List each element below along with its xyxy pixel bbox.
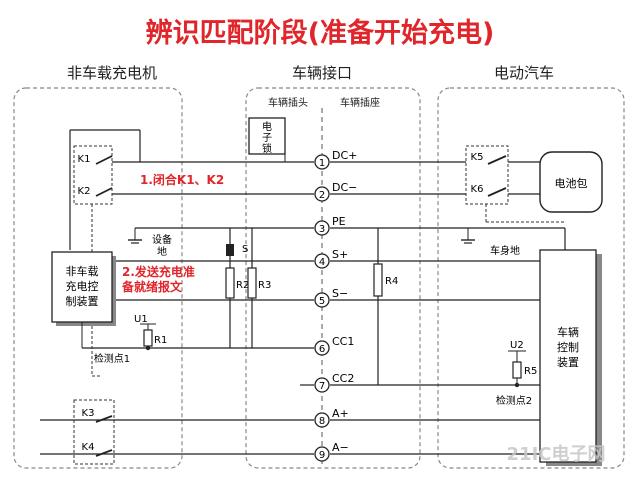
pin-6-label: CC1 — [332, 335, 354, 348]
watermark: 21IC电子网 — [507, 443, 606, 465]
pin-2-label: DC− — [332, 181, 357, 194]
switch-k2-contact — [95, 187, 113, 197]
charger-controller-text: 充电控 — [66, 279, 99, 293]
pin-4-number: 4 — [319, 257, 325, 268]
pin-2-number: 2 — [319, 190, 325, 201]
vehicle-frame — [437, 87, 625, 469]
pin-3-circle — [314, 220, 330, 236]
pin-6-circle — [314, 340, 330, 356]
pin-7-label: CC2 — [332, 372, 354, 385]
diagram-title: 辨识匹配阶段(准备开始充电) — [146, 17, 495, 49]
equipment-ground-label: 地 — [157, 245, 167, 258]
charger-controller-box — [51, 251, 113, 323]
check-point-1-label: 检测点1 — [94, 352, 130, 365]
check-point-2-node — [514, 382, 520, 388]
plug-label: 车辆插头 — [268, 96, 308, 109]
e-lock-box — [248, 117, 286, 155]
resistor-r5-label: R5 — [524, 366, 537, 377]
pin-5-label: S− — [332, 287, 348, 300]
step-1-annotation: 1.闭合K1、K2 — [140, 172, 224, 187]
charger-frame — [13, 87, 183, 469]
resistor-r3-label: R3 — [258, 280, 271, 291]
pin-1-label: DC+ — [332, 149, 357, 162]
socket-label: 车辆插座 — [340, 96, 380, 109]
switch-k3-contact — [95, 415, 113, 423]
interface-pins: 1 DC+ 2 DC− 3 PE 4 S+ 5 S− 6 CC1 7 CC2 8 A+ 9 A− — [314, 149, 357, 462]
pin-9-label: A− — [332, 441, 349, 454]
check-point-1-node — [145, 345, 151, 351]
pin-4-circle — [314, 253, 330, 269]
equipment-ground-label: 设备 — [152, 233, 172, 246]
switch-k2-label: K2 — [78, 186, 91, 197]
switch-k1-label: K1 — [78, 154, 91, 165]
vehicle-controller-text: 车辆 — [557, 325, 579, 339]
e-lock-text: 电 — [262, 120, 272, 133]
resistor-r5 — [512, 361, 522, 379]
e-lock-text: 锁 — [262, 142, 272, 155]
resistor-r2-label: R2 — [236, 280, 249, 291]
e-lock-text: 子 — [262, 132, 272, 144]
resistor-r2 — [225, 267, 235, 299]
section-interface-label: 车辆接口 — [292, 64, 352, 82]
body-ground-label: 车身地 — [490, 244, 520, 257]
k1-k2-group — [73, 145, 113, 205]
pin-3-label: PE — [332, 215, 346, 228]
resistor-r1-label: R1 — [154, 335, 167, 346]
pin-8-circle — [314, 412, 330, 428]
charger-controller-text: 非车载 — [66, 264, 99, 278]
pin-1-number: 1 — [319, 158, 325, 169]
pin-9-circle — [314, 446, 330, 462]
switch-k1-contact — [95, 155, 113, 165]
switch-k3-label: K3 — [82, 408, 95, 419]
vehicle-controller-text: 装置 — [557, 356, 579, 369]
pin-5-number: 5 — [319, 296, 325, 307]
supply-u2-label: U2 — [510, 340, 524, 351]
k5-k6-group — [465, 145, 509, 205]
pin-5-circle — [314, 292, 330, 308]
resistor-r1 — [143, 329, 153, 347]
pin-7-circle — [314, 377, 330, 393]
interface-frame — [245, 87, 421, 469]
switch-s-label: S — [242, 244, 248, 255]
step-2-annotation: 备就绪报文 — [121, 279, 183, 294]
step-2-annotation: 2.发送充电准 — [122, 264, 195, 279]
pin-3-number: 3 — [319, 224, 325, 235]
switch-k4-label: K4 — [82, 442, 95, 453]
resistor-r4-label: R4 — [385, 276, 398, 287]
switch-s — [226, 244, 234, 256]
switch-k5-label: K5 — [471, 152, 484, 163]
section-vehicle-label: 电动汽车 — [494, 64, 554, 82]
section-charger-label: 非车载充电机 — [67, 64, 157, 82]
check-point-2-label: 检测点2 — [496, 394, 532, 407]
vehicle-controller-box — [539, 249, 597, 463]
pin-9-number: 9 — [319, 450, 325, 461]
pin-2-circle — [314, 186, 330, 202]
vehicle-controller-text: 控制 — [557, 340, 579, 354]
charger-controller-text: 制装置 — [66, 295, 99, 308]
battery-pack — [539, 151, 603, 213]
supply-u1-label: U1 — [134, 314, 148, 325]
resistor-r4 — [373, 263, 383, 297]
resistor-r3 — [247, 267, 257, 299]
switch-k6-contact — [487, 187, 507, 197]
switch-k5-contact — [487, 155, 507, 165]
pin-6-number: 6 — [319, 344, 325, 355]
pin-7-number: 7 — [319, 381, 325, 392]
battery-pack-label: 电池包 — [555, 177, 588, 190]
pin-8-label: A+ — [332, 407, 349, 420]
pin-8-number: 8 — [319, 416, 325, 427]
switch-k4-contact — [95, 449, 113, 457]
pin-4-label: S+ — [332, 248, 348, 261]
pin-1-circle — [314, 154, 330, 170]
k3-k4-group — [73, 399, 115, 465]
switch-k6-label: K6 — [471, 184, 484, 195]
